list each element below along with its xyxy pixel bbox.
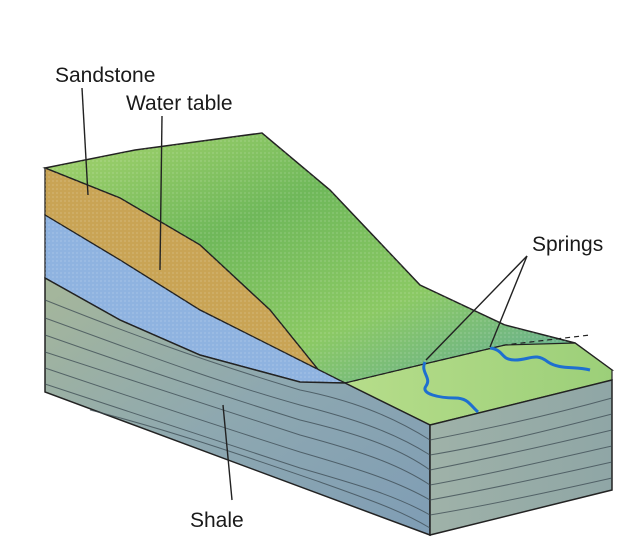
water-table-label: Water table — [126, 92, 233, 115]
sandstone-texture — [45, 168, 345, 383]
spring-stream-2 — [489, 346, 591, 372]
shale-side-bedding-lines — [429, 397, 613, 516]
shale-bedding-lines — [44, 299, 431, 529]
shale-side-face — [429, 379, 613, 536]
sandstone-label: Sandstone — [55, 64, 155, 87]
saturated-sandstone-texture — [45, 215, 345, 383]
shale-label: Shale — [190, 509, 244, 532]
springs-label: Springs — [532, 233, 603, 256]
water-table-surface-line — [344, 334, 591, 384]
spring-stream-1 — [422, 361, 480, 414]
hill-surface-texture — [45, 133, 612, 383]
leader-lines — [81, 87, 528, 501]
